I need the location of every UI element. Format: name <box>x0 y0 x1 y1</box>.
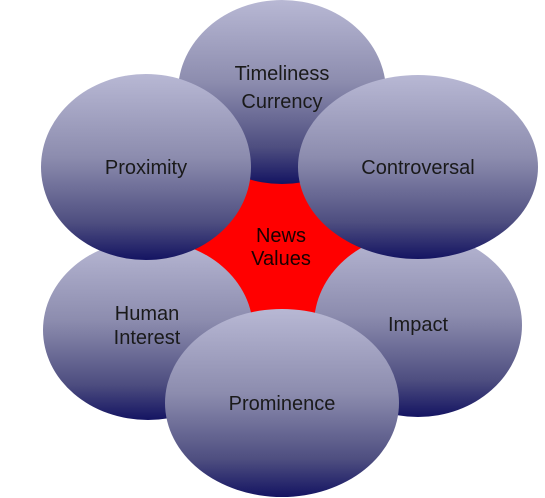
label-timeliness: Timeliness <box>235 63 330 85</box>
label-impact: Impact <box>388 314 448 336</box>
petal-controversal <box>298 75 538 259</box>
center-label-news: News <box>256 225 306 247</box>
label-interest: Interest <box>114 327 181 349</box>
label-prominence: Prominence <box>229 393 336 415</box>
label-controversal: Controversal <box>361 157 474 179</box>
label-human: Human <box>115 303 179 325</box>
petal-proximity <box>41 74 251 260</box>
label-proximity: Proximity <box>105 157 187 179</box>
center-label-values: Values <box>251 248 311 270</box>
label-currency: Currency <box>241 91 322 113</box>
petal-prominence <box>165 309 399 497</box>
